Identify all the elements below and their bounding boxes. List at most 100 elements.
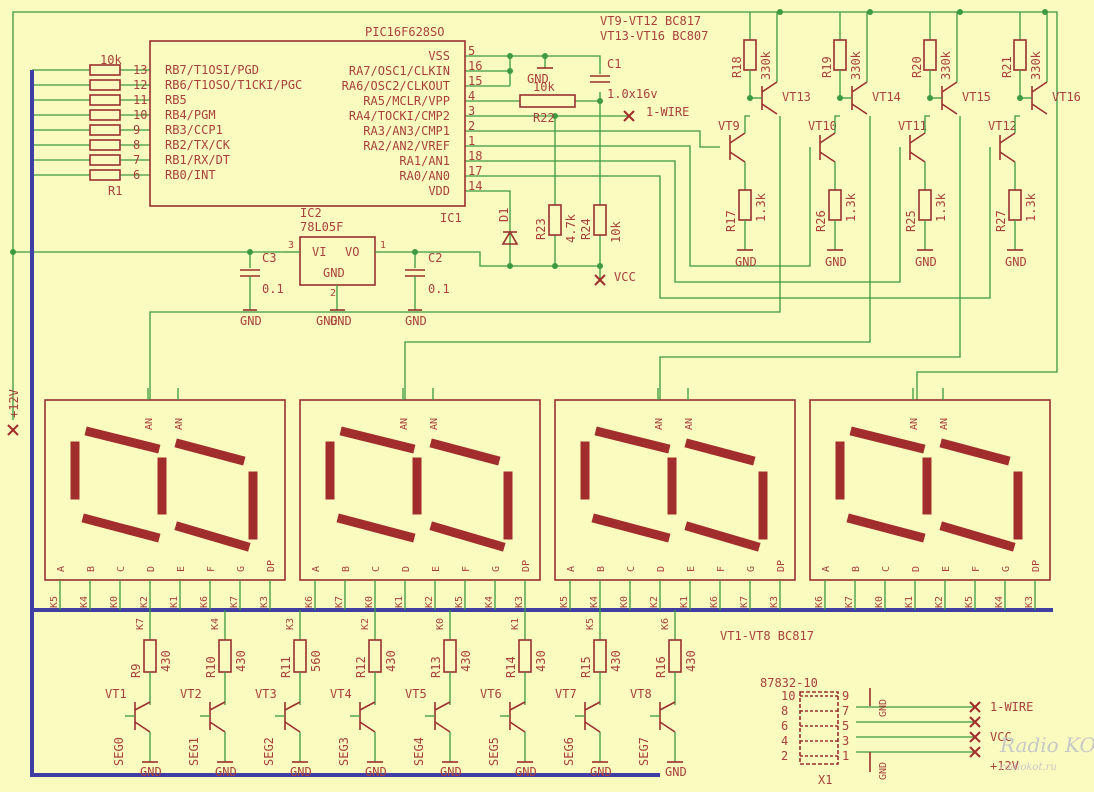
c1-value: 1.0x16v bbox=[607, 87, 658, 101]
driver-resistor-value: 430 bbox=[684, 650, 698, 672]
driver-seg: SEG5 bbox=[487, 737, 501, 766]
ic1-pin-label: RA6/OSC2/CLKOUT bbox=[342, 79, 450, 93]
driver-emitter bbox=[584, 721, 601, 733]
display-pin-label: D bbox=[401, 566, 412, 572]
npn-collector bbox=[819, 132, 836, 144]
display-pin-label: E bbox=[431, 566, 442, 572]
r-top bbox=[743, 39, 757, 71]
c2-gnd: GND bbox=[405, 314, 427, 328]
driver-resistor-ref: R13 bbox=[429, 656, 443, 678]
display-pin-label: A bbox=[311, 566, 322, 572]
k-tap-label: K3 bbox=[285, 618, 296, 630]
driver-seg: SEG0 bbox=[112, 737, 126, 766]
driver-collector bbox=[434, 701, 451, 711]
r-emitter-value: 1.3k bbox=[934, 192, 948, 222]
npn-link bbox=[834, 115, 840, 133]
pnp-ref: VT16 bbox=[1052, 90, 1081, 104]
k-label: K7 bbox=[844, 596, 855, 608]
display-pin-label: C bbox=[626, 566, 637, 572]
junction bbox=[1017, 95, 1023, 101]
x1-left-num: 2 bbox=[781, 749, 788, 763]
ic1: PIC16F628SO IC1 RB7/T1OSI/PGD13RB6/T1OSO… bbox=[133, 25, 482, 225]
r-top bbox=[923, 39, 937, 71]
npn-link bbox=[924, 115, 930, 133]
ic1-pin-label: RB3/CCP1 bbox=[165, 123, 223, 137]
segment bbox=[174, 438, 246, 466]
driver-resistor-ref: R12 bbox=[354, 656, 368, 678]
k-label: K4 bbox=[994, 596, 1005, 608]
driver-emitter bbox=[134, 721, 151, 733]
junction bbox=[927, 95, 933, 101]
gnd-label: GND bbox=[825, 255, 847, 269]
ic1-pin-label: RB0/INT bbox=[165, 168, 216, 182]
k-tap-label: K0 bbox=[435, 618, 446, 630]
ic2-pin-out: 1 bbox=[380, 240, 386, 251]
note-top-2: VT13-VT16 BC807 bbox=[600, 29, 708, 43]
r-emitter bbox=[828, 189, 842, 221]
x1-left-num: 4 bbox=[781, 734, 788, 748]
misc-parts: 10k R22 R23 4.7k R24 10k D1 1-WIRE VCC +… bbox=[7, 80, 689, 436]
driver-collector bbox=[359, 701, 376, 711]
k-label: K0 bbox=[109, 596, 120, 608]
ic1-pin-number: 3 bbox=[468, 104, 475, 118]
k-tap-label: K4 bbox=[210, 618, 221, 630]
ic2-pin-gnd: 2 bbox=[330, 288, 336, 299]
display-pin-label: F bbox=[716, 566, 727, 572]
k-tap-label: K5 bbox=[585, 618, 596, 630]
driver-resistor bbox=[443, 639, 457, 673]
k-label: K3 bbox=[1024, 596, 1035, 608]
driver-ref: VT6 bbox=[480, 687, 502, 701]
r-top-value: 330k bbox=[1029, 50, 1043, 80]
k-label: K0 bbox=[874, 596, 885, 608]
r22-value: 10k bbox=[533, 80, 555, 94]
ic1-pin-number: 14 bbox=[468, 179, 482, 193]
ic1-pin-number: 8 bbox=[133, 138, 140, 152]
r23-value: 4.7k bbox=[564, 213, 578, 243]
r-emitter bbox=[738, 189, 752, 221]
ic1-pin-number: 2 bbox=[468, 119, 475, 133]
gnd-label: GND bbox=[915, 255, 937, 269]
anode-label: AN bbox=[399, 418, 410, 430]
driver-seg: SEG1 bbox=[187, 737, 201, 766]
pnp-collector bbox=[851, 103, 868, 115]
ic1-pin-label: RA1/AN1 bbox=[399, 154, 450, 168]
segment bbox=[174, 521, 251, 552]
display-pin-label: F bbox=[971, 566, 982, 572]
segment bbox=[684, 521, 761, 552]
driver-resistor-ref: R16 bbox=[654, 656, 668, 678]
ic2-name: 78L05F bbox=[300, 220, 343, 234]
driver-resistor bbox=[293, 639, 307, 673]
r-emitter-value: 1.3k bbox=[844, 192, 858, 222]
gnd-label: GND bbox=[1005, 255, 1027, 269]
driver-seg: SEG6 bbox=[562, 737, 576, 766]
k-tap-label: K6 bbox=[660, 618, 671, 630]
driver-resistor-value: 430 bbox=[159, 650, 173, 672]
x1-12v: +12V bbox=[990, 759, 1019, 773]
driver-ref: VT3 bbox=[255, 687, 277, 701]
ic1-pin-number: 9 bbox=[133, 123, 140, 137]
ic1-pin-label: RB4/PGM bbox=[165, 108, 216, 122]
k-tap-label: K1 bbox=[510, 618, 521, 630]
x1-name: 87832-10 bbox=[760, 676, 818, 690]
display-pin-label: G bbox=[1001, 566, 1012, 572]
npn-ref: VT11 bbox=[898, 119, 927, 133]
pnp-collector bbox=[941, 103, 958, 115]
driver-emitter bbox=[434, 721, 451, 733]
driver-collector bbox=[509, 701, 526, 711]
ic1-pin-label: VDD bbox=[428, 184, 450, 198]
display-pin-label: D bbox=[911, 566, 922, 572]
c3-value: 0.1 bbox=[262, 282, 284, 296]
r-top-value: 330k bbox=[939, 50, 953, 80]
display-pin-label: F bbox=[206, 566, 217, 572]
driver-emitter bbox=[209, 721, 226, 733]
ic1-pin-label: RB2/TX/CK bbox=[165, 138, 231, 152]
k-label: K1 bbox=[394, 596, 405, 608]
driver-resistor bbox=[368, 639, 382, 673]
ic1-pin-label: RB5 bbox=[165, 93, 187, 107]
r-top-ref: R19 bbox=[820, 56, 834, 78]
ic1-pin-label: RB6/T1OSO/T1CKI/PGC bbox=[165, 78, 302, 92]
r-emitter-value: 1.3k bbox=[1024, 192, 1038, 222]
